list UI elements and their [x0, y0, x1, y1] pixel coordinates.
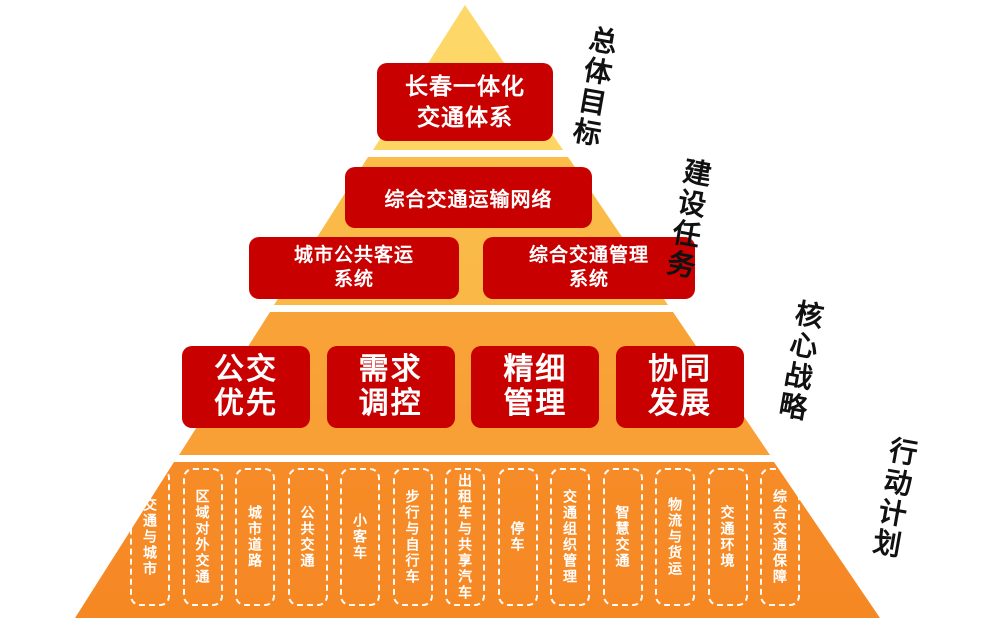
strategy-1-line2: 优先 — [214, 387, 278, 420]
action-plan-item-label: 交通组织管理 — [562, 489, 578, 585]
action-plan-item: 区域对外交通 — [182, 468, 223, 606]
action-plan-item-label: 交通与城市 — [142, 497, 158, 577]
side-label-overall-goal: 总体目标 — [567, 23, 620, 151]
action-plan-item: 公共交通 — [287, 468, 328, 606]
action-plan-item-label: 交通环境 — [719, 505, 736, 569]
action-plan-item-label: 城市道路 — [247, 505, 263, 569]
core-strategy-row: 公交 优先 需求 调控 精细 管理 协同 发展 — [182, 346, 744, 428]
side-label-core-strategy: 核心战略 — [773, 297, 826, 425]
strategy-demand-regulation-box: 需求 调控 — [326, 346, 455, 428]
side-label-construction-tasks: 建设任务 — [661, 155, 714, 283]
action-plan-item: 智慧交通 — [602, 468, 643, 606]
action-plan-item: 交通组织管理 — [550, 468, 590, 606]
action-plan-item-label: 物流与货运 — [667, 497, 683, 577]
strategy-1-line1: 公交 — [214, 352, 278, 386]
traffic-management-line1: 综合交通管理 — [528, 245, 649, 267]
traffic-management-line2: 系统 — [568, 269, 609, 290]
strategy-2-line2: 调控 — [358, 387, 423, 420]
strategy-4-line2: 发展 — [647, 387, 712, 420]
action-plan-item-label: 步行与自行车 — [404, 489, 421, 585]
strategy-demand-regulation-text: 需求 调控 — [359, 353, 423, 422]
action-plan-item-label: 小客车 — [352, 513, 368, 561]
overall-goal-line2: 交通体系 — [417, 104, 513, 130]
strategy-3-line1: 精细 — [503, 352, 568, 386]
strategy-3-line2: 管理 — [503, 387, 568, 420]
strategy-fine-management-box: 精细 管理 — [471, 346, 600, 428]
overall-goal-text: 长春一体化 交通体系 — [405, 71, 525, 133]
action-plan-item: 交通环境 — [707, 468, 748, 606]
transport-network-box: 综合交通运输网络 — [345, 167, 592, 228]
action-plan-item-label: 区域对外交通 — [194, 489, 211, 585]
action-plan-item: 小客车 — [340, 468, 380, 606]
strategy-4-line1: 协同 — [647, 352, 712, 386]
action-plan-item-label: 智慧交通 — [614, 505, 631, 569]
side-label-action-plan: 行动计划 — [867, 434, 920, 562]
overall-goal-line1: 长春一体化 — [405, 72, 525, 99]
action-plan-item-label: 综合交通保障 — [772, 489, 788, 585]
action-plan-item: 步行与自行车 — [392, 468, 433, 606]
action-plan-item: 综合交通保障 — [760, 468, 800, 606]
action-plan-item: 城市道路 — [235, 468, 275, 606]
action-plan-item: 出租车与共享汽车 — [445, 468, 485, 606]
strategy-fine-management-text: 精细 管理 — [503, 353, 567, 422]
action-plan-item: 交通与城市 — [130, 468, 170, 606]
action-plan-item-label: 公共交通 — [299, 505, 316, 569]
action-plan-item-label: 出租车与共享汽车 — [457, 473, 473, 601]
public-passenger-line1: 城市公共客运 — [293, 245, 414, 267]
action-plan-item: 物流与货运 — [655, 468, 695, 606]
strategy-transit-priority-text: 公交 优先 — [214, 353, 278, 422]
traffic-management-system-text: 综合交通管理 系统 — [529, 244, 649, 292]
action-plan-item: 停车 — [497, 468, 538, 606]
public-passenger-line2: 系统 — [333, 269, 374, 290]
strategy-transit-priority-box: 公交 优先 — [182, 346, 310, 428]
action-plan-item-label: 停车 — [509, 521, 526, 553]
strategy-coordinated-development-text: 协同 发展 — [648, 353, 712, 422]
strategy-coordinated-development-box: 协同 发展 — [615, 346, 744, 428]
transport-network-label: 综合交通运输网络 — [384, 189, 553, 211]
overall-goal-box: 长春一体化 交通体系 — [377, 63, 553, 141]
action-plan-row: 交通与城市 区域对外交通 城市道路 公共交通 小客车 步行与自行车 出租车与共享… — [130, 468, 800, 610]
public-passenger-system-box: 城市公共客运 系统 — [249, 237, 459, 299]
traffic-management-system-box: 综合交通管理 系统 — [483, 237, 695, 299]
public-passenger-system-text: 城市公共客运 系统 — [294, 244, 414, 292]
strategy-2-line1: 需求 — [358, 352, 423, 386]
